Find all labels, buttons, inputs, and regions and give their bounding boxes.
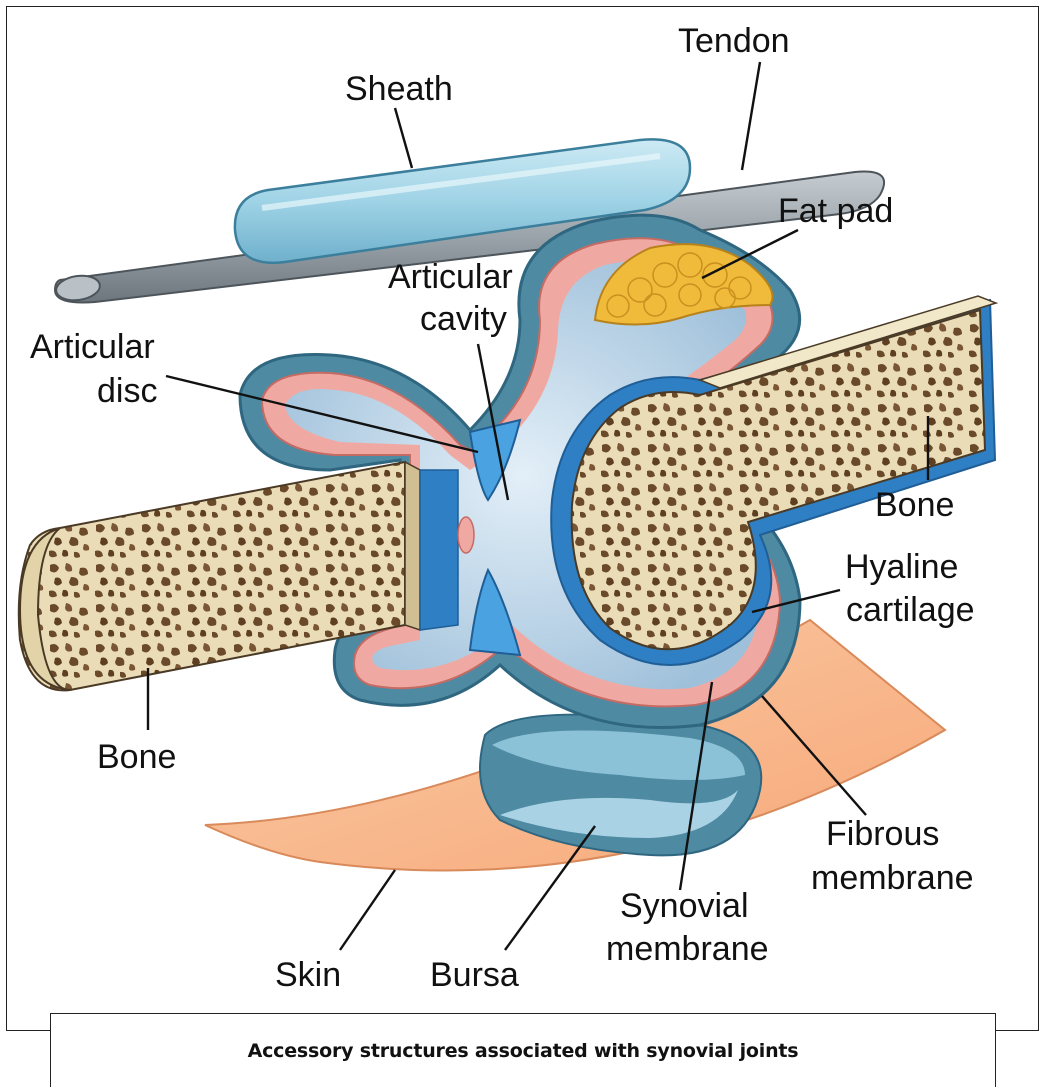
figure-caption: Accessory structures associated with syn… xyxy=(248,1040,799,1062)
label-bone-right: Bone xyxy=(875,486,954,524)
label-skin: Skin xyxy=(275,956,341,994)
label-bone-left: Bone xyxy=(97,738,176,776)
label-fibrous-2: membrane xyxy=(811,859,974,897)
label-synovial-1: Synovial xyxy=(620,887,749,925)
label-articular-cavity-1: Articular xyxy=(388,258,513,296)
label-sheath: Sheath xyxy=(345,70,453,108)
frame-edge-right xyxy=(995,1030,1039,1031)
frame-edge-left xyxy=(6,1030,50,1031)
leader-skin xyxy=(340,870,395,950)
synovial-joint-diagram: Tendon Sheath Fat pad Articular cavity A… xyxy=(0,0,1045,1030)
caption-box: Accessory structures associated with syn… xyxy=(50,1013,996,1087)
label-articular-disc-1: Articular xyxy=(30,328,155,366)
label-articular-disc-2: disc xyxy=(97,372,157,410)
leader-tendon xyxy=(742,62,760,170)
label-fat-pad: Fat pad xyxy=(778,192,893,230)
label-tendon: Tendon xyxy=(678,22,790,60)
label-bursa: Bursa xyxy=(430,956,519,994)
label-synovial-2: membrane xyxy=(606,930,769,968)
label-articular-cavity-2: cavity xyxy=(420,300,507,338)
label-fibrous-1: Fibrous xyxy=(826,815,939,853)
leader-sheath xyxy=(395,108,412,168)
label-hyaline-1: Hyaline xyxy=(845,548,958,586)
label-hyaline-2: cartilage xyxy=(846,591,975,629)
hyaline-cartilage-left xyxy=(420,470,458,630)
